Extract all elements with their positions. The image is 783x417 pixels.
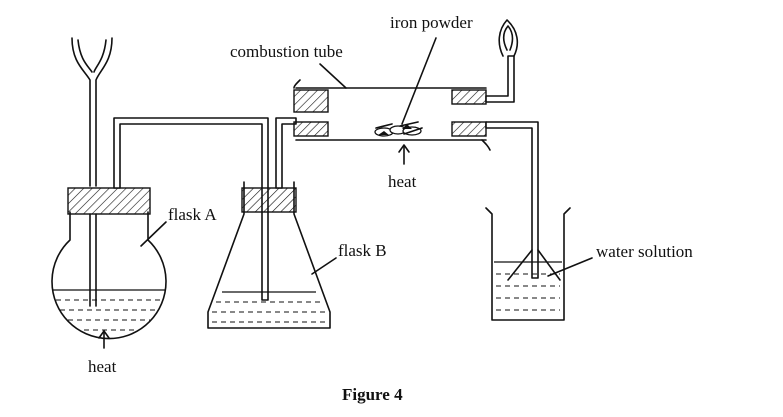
inverted-funnel (507, 249, 561, 281)
tube-stopper-right-top (451, 89, 487, 105)
delivery-tube-beaker (485, 121, 539, 279)
delivery-tube-a-b (113, 117, 269, 301)
heat-arrow-tube (398, 144, 410, 165)
combustion-tube (293, 79, 491, 151)
delivery-tube-b-c (275, 117, 297, 189)
flask-b-liquid (212, 291, 326, 323)
heat-label-tube: heat (388, 172, 417, 191)
beaker-liquid (494, 261, 562, 311)
beaker-body (485, 207, 571, 321)
iron-powder-label: iron powder (390, 13, 473, 32)
tube-stopper-left-top (293, 89, 329, 113)
flask-b-label: flask B (338, 241, 387, 260)
flask-b (207, 117, 331, 329)
combustion-tube-pointer (319, 63, 347, 89)
iron-powder (374, 121, 423, 137)
tube-stopper-left-bottom (293, 121, 329, 137)
gas-jet (485, 19, 519, 103)
figure-caption: Figure 4 (342, 385, 403, 404)
flame-icon (498, 19, 519, 57)
tube-stopper-right-bottom (451, 121, 487, 137)
beaker (485, 207, 571, 321)
thistle-funnel (71, 37, 113, 307)
flask-a-pointer (140, 221, 167, 247)
combustion-tube-label: combustion tube (230, 42, 343, 61)
heat-label-flask: heat (88, 357, 117, 376)
flask-b-stopper (241, 187, 297, 213)
flask-a-stopper (67, 187, 151, 215)
water-solution-label: water solution (596, 242, 693, 261)
flask-a-liquid (52, 289, 166, 331)
flask-b-pointer (311, 257, 337, 275)
water-solution-pointer (547, 257, 593, 277)
flask-a (51, 37, 269, 340)
flask-a-label: flask A (168, 205, 217, 224)
flask-b-body (207, 181, 331, 329)
iron-powder-pointer (401, 37, 437, 125)
heat-arrow-flask (98, 330, 110, 349)
